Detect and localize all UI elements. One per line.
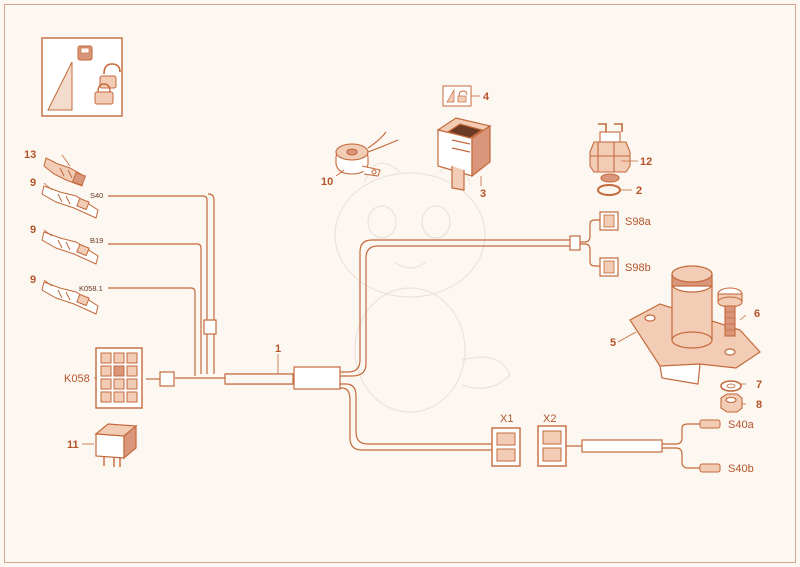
crimp-terminal-9a	[41, 185, 99, 219]
label-s40a: S40a	[728, 419, 755, 431]
callout-5: 5	[610, 337, 616, 349]
callout-9b: 9	[30, 224, 36, 236]
label-s98a: S98a	[625, 216, 652, 228]
callout-3: 3	[480, 188, 486, 200]
callout-labels: 1 2 3 4 5 6 7 8 9 9 9 10 11 12 13 S40 B1…	[24, 91, 762, 475]
pressure-switch	[589, 123, 631, 183]
nut	[720, 393, 743, 413]
solenoid-actuator	[629, 265, 761, 385]
terminal-s40a	[699, 419, 721, 429]
label-s98b: S98b	[625, 262, 651, 274]
rocker-switch-icon	[77, 45, 93, 61]
connector-s98b	[599, 257, 619, 277]
washer	[720, 380, 742, 392]
label-s40b: S40b	[728, 463, 754, 475]
relay	[94, 423, 138, 467]
callout-4: 4	[483, 91, 490, 103]
callout-8: 8	[756, 399, 762, 411]
label-x2: X2	[543, 413, 556, 425]
buzzer	[335, 131, 399, 177]
label-x1: X1	[500, 413, 513, 425]
connector-s98a	[599, 211, 619, 231]
lock-icon	[94, 83, 114, 105]
watermark-mascot	[334, 162, 511, 413]
wiring-harness	[108, 193, 700, 469]
callout-2: 2	[636, 185, 642, 197]
icon-panel	[41, 37, 123, 117]
leader-lines	[43, 95, 747, 445]
crimp-terminal-9b	[41, 231, 99, 265]
crimp-terminal-9c	[41, 281, 99, 315]
unlock-icon	[99, 63, 121, 89]
wire-label-k0581: K058.1	[79, 284, 103, 293]
callout-9a: 9	[30, 177, 36, 189]
o-ring	[597, 184, 621, 196]
connector-x1	[491, 427, 521, 467]
wire-label-b19: B19	[90, 236, 103, 245]
crimp-terminal-13	[43, 157, 87, 187]
callout-1: 1	[275, 343, 281, 355]
callout-6: 6	[754, 308, 760, 320]
callout-10: 10	[321, 176, 333, 188]
connector-x2	[537, 425, 567, 467]
relay-box-k058	[95, 347, 143, 409]
label-k058: K058	[64, 373, 90, 385]
callout-11: 11	[67, 439, 79, 451]
symbol-insert	[442, 85, 472, 107]
terminal-s40b	[699, 463, 721, 473]
wire-label-s40: S40	[90, 191, 103, 200]
callout-9c: 9	[30, 274, 36, 286]
rocker-switch	[436, 117, 492, 191]
diagram-frame	[4, 4, 796, 563]
callout-12: 12	[640, 156, 652, 168]
callout-7: 7	[756, 379, 762, 391]
callout-13: 13	[24, 149, 36, 161]
bolt	[717, 287, 743, 337]
